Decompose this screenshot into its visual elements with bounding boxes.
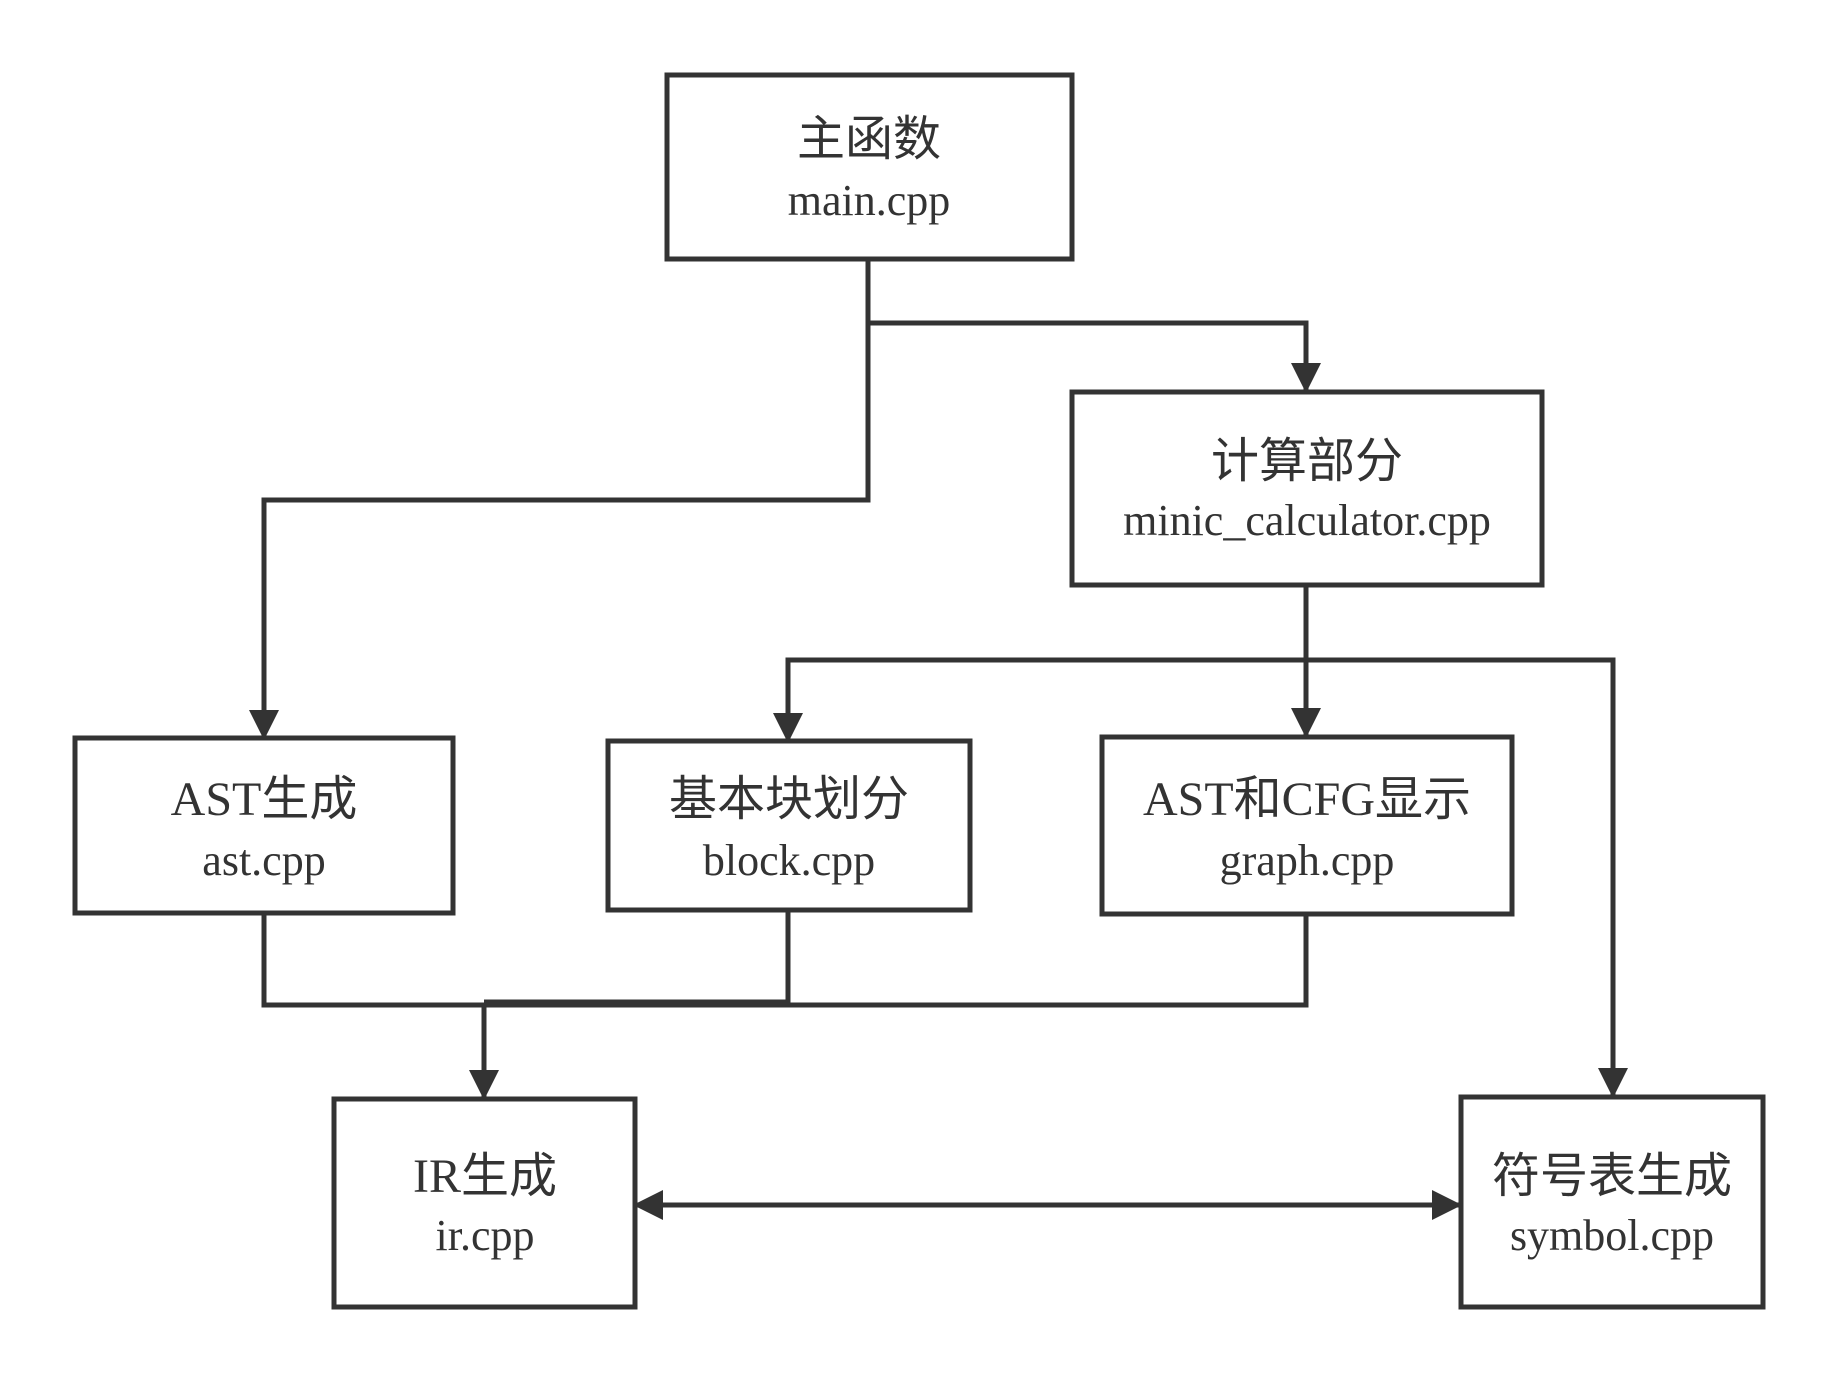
node-filename: symbol.cpp bbox=[1510, 1211, 1714, 1260]
node-filename: ir.cpp bbox=[436, 1211, 535, 1260]
edge-block-to-ir bbox=[484, 912, 791, 1005]
edge-main-to-ast bbox=[249, 323, 871, 740]
node-title: 基本块划分 bbox=[669, 773, 909, 826]
node-box bbox=[1458, 1094, 1766, 1310]
node-box bbox=[605, 738, 973, 913]
node-filename: minic_calculator.cpp bbox=[1123, 496, 1491, 545]
node-box bbox=[72, 735, 456, 916]
node-title: AST生成 bbox=[171, 773, 358, 826]
node-box bbox=[331, 1096, 638, 1310]
node-calculator: 计算部分 minic_calculator.cpp bbox=[1069, 389, 1545, 588]
node-symbol: 符号表生成 symbol.cpp bbox=[1458, 1094, 1766, 1310]
node-graph: AST和CFG显示 graph.cpp bbox=[1099, 734, 1515, 917]
edge-calculator-to-symbol bbox=[1306, 657, 1628, 1098]
node-ast: AST生成 ast.cpp bbox=[72, 735, 456, 916]
node-title: IR生成 bbox=[413, 1150, 557, 1203]
node-filename: graph.cpp bbox=[1220, 836, 1395, 885]
node-box bbox=[1069, 389, 1545, 588]
node-filename: block.cpp bbox=[703, 836, 875, 885]
node-title: 主函数 bbox=[797, 113, 941, 166]
edge-ast-to-ir bbox=[261, 912, 484, 1008]
node-title: AST和CFG显示 bbox=[1143, 773, 1471, 826]
node-filename: main.cpp bbox=[788, 176, 951, 225]
node-block: 基本块划分 block.cpp bbox=[605, 738, 973, 913]
edge-calculator-to-block bbox=[773, 657, 1306, 743]
node-title: 计算部分 bbox=[1211, 435, 1403, 488]
node-ir: IR生成 ir.cpp bbox=[331, 1096, 638, 1310]
node-box bbox=[664, 72, 1075, 262]
edges bbox=[249, 260, 1628, 1220]
node-title: 符号表生成 bbox=[1492, 1150, 1732, 1203]
edge-graph-to-ir bbox=[469, 915, 1309, 1100]
node-main: 主函数 main.cpp bbox=[664, 72, 1075, 262]
node-box bbox=[1099, 734, 1515, 917]
edge-main-to-calculator bbox=[865, 260, 1321, 393]
node-filename: ast.cpp bbox=[202, 836, 325, 885]
